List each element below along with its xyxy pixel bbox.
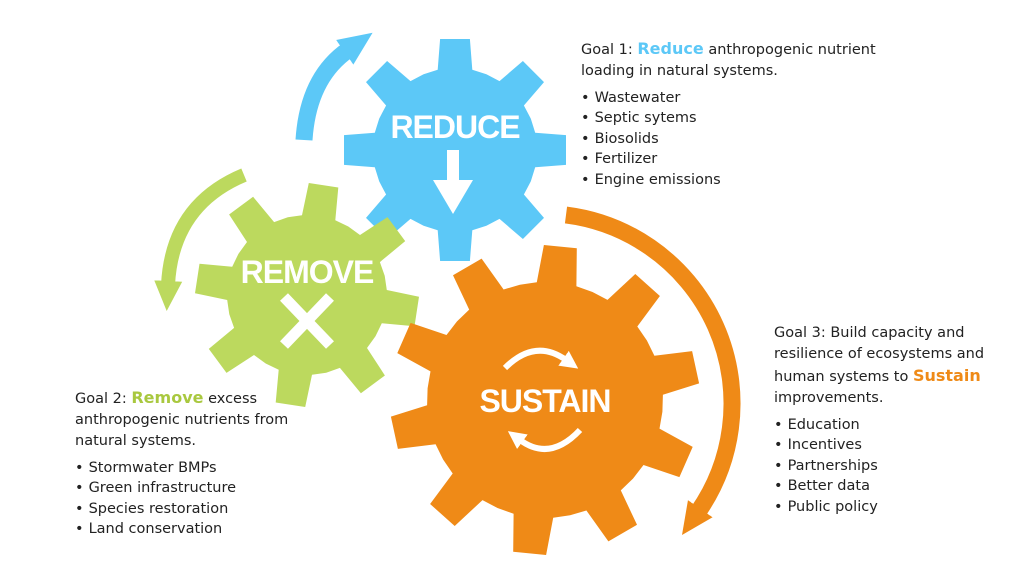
goal-1-list: Wastewater Septic sytems Biosolids Ferti… <box>581 88 881 190</box>
list-item: Septic sytems <box>581 108 881 128</box>
list-item: Green infrastructure <box>75 478 335 498</box>
list-item: Stormwater BMPs <box>75 458 335 478</box>
list-item: Fertilizer <box>581 149 881 169</box>
goal-3-block: Goal 3: Build capacity and resilience of… <box>774 323 1014 517</box>
list-item: Education <box>774 415 1014 435</box>
refresh-arrows-icon <box>502 347 583 452</box>
goal-2-suffix: excess anthropogenic nutrients from natu… <box>75 391 289 449</box>
list-item: Species restoration <box>75 499 335 519</box>
reduce-cycle-arrow <box>295 32 373 141</box>
list-item: Engine emissions <box>581 170 881 190</box>
remove-cycle-arrow <box>154 168 247 311</box>
goal-2-statement: Goal 2: Remove excess anthropogenic nutr… <box>75 387 335 452</box>
goal-2-list: Stormwater BMPs Green infrastructure Spe… <box>75 458 335 540</box>
list-item: Better data <box>774 476 1014 496</box>
list-item: Wastewater <box>581 88 881 108</box>
sustain-cycle-arrow <box>564 206 741 536</box>
goal-3-suffix: improvements. <box>774 390 884 406</box>
sustain-label: SUSTAIN <box>479 383 610 419</box>
list-item: Incentives <box>774 435 1014 455</box>
goal-3-keyword: Sustain <box>912 366 981 385</box>
reduce-gear: REDUCE <box>344 39 566 261</box>
remove-gear-body <box>195 183 419 407</box>
list-item: Biosolids <box>581 129 881 149</box>
goal-3-prefix: Goal 3: Build capacity and resilience of… <box>774 325 985 385</box>
goal-2-prefix: Goal 2: <box>75 391 132 407</box>
x-mark-icon <box>280 293 334 349</box>
goal-1-suffix: anthropogenic nutrient loading in natura… <box>581 42 876 79</box>
goal-1-block: Goal 1: Reduce anthropogenic nutrient lo… <box>581 38 881 190</box>
list-item: Public policy <box>774 497 1014 517</box>
list-item: Partnerships <box>774 456 1014 476</box>
sustain-gear-body <box>390 245 700 555</box>
goal-3-statement: Goal 3: Build capacity and resilience of… <box>774 323 1014 409</box>
goal-1-prefix: Goal 1: <box>581 42 638 58</box>
goal-1-keyword: Reduce <box>637 39 704 58</box>
goal-1-statement: Goal 1: Reduce anthropogenic nutrient lo… <box>581 38 881 82</box>
sustain-gear: SUSTAIN <box>390 245 700 555</box>
goal-2-block: Goal 2: Remove excess anthropogenic nutr… <box>75 387 335 540</box>
down-arrow-icon <box>433 150 473 214</box>
remove-gear: REMOVE <box>195 183 419 407</box>
reduce-label: REDUCE <box>390 109 520 145</box>
goal-3-list: Education Incentives Partnerships Better… <box>774 415 1014 517</box>
remove-label: REMOVE <box>241 254 374 290</box>
goal-2-keyword: Remove <box>131 388 204 407</box>
list-item: Land conservation <box>75 519 335 539</box>
